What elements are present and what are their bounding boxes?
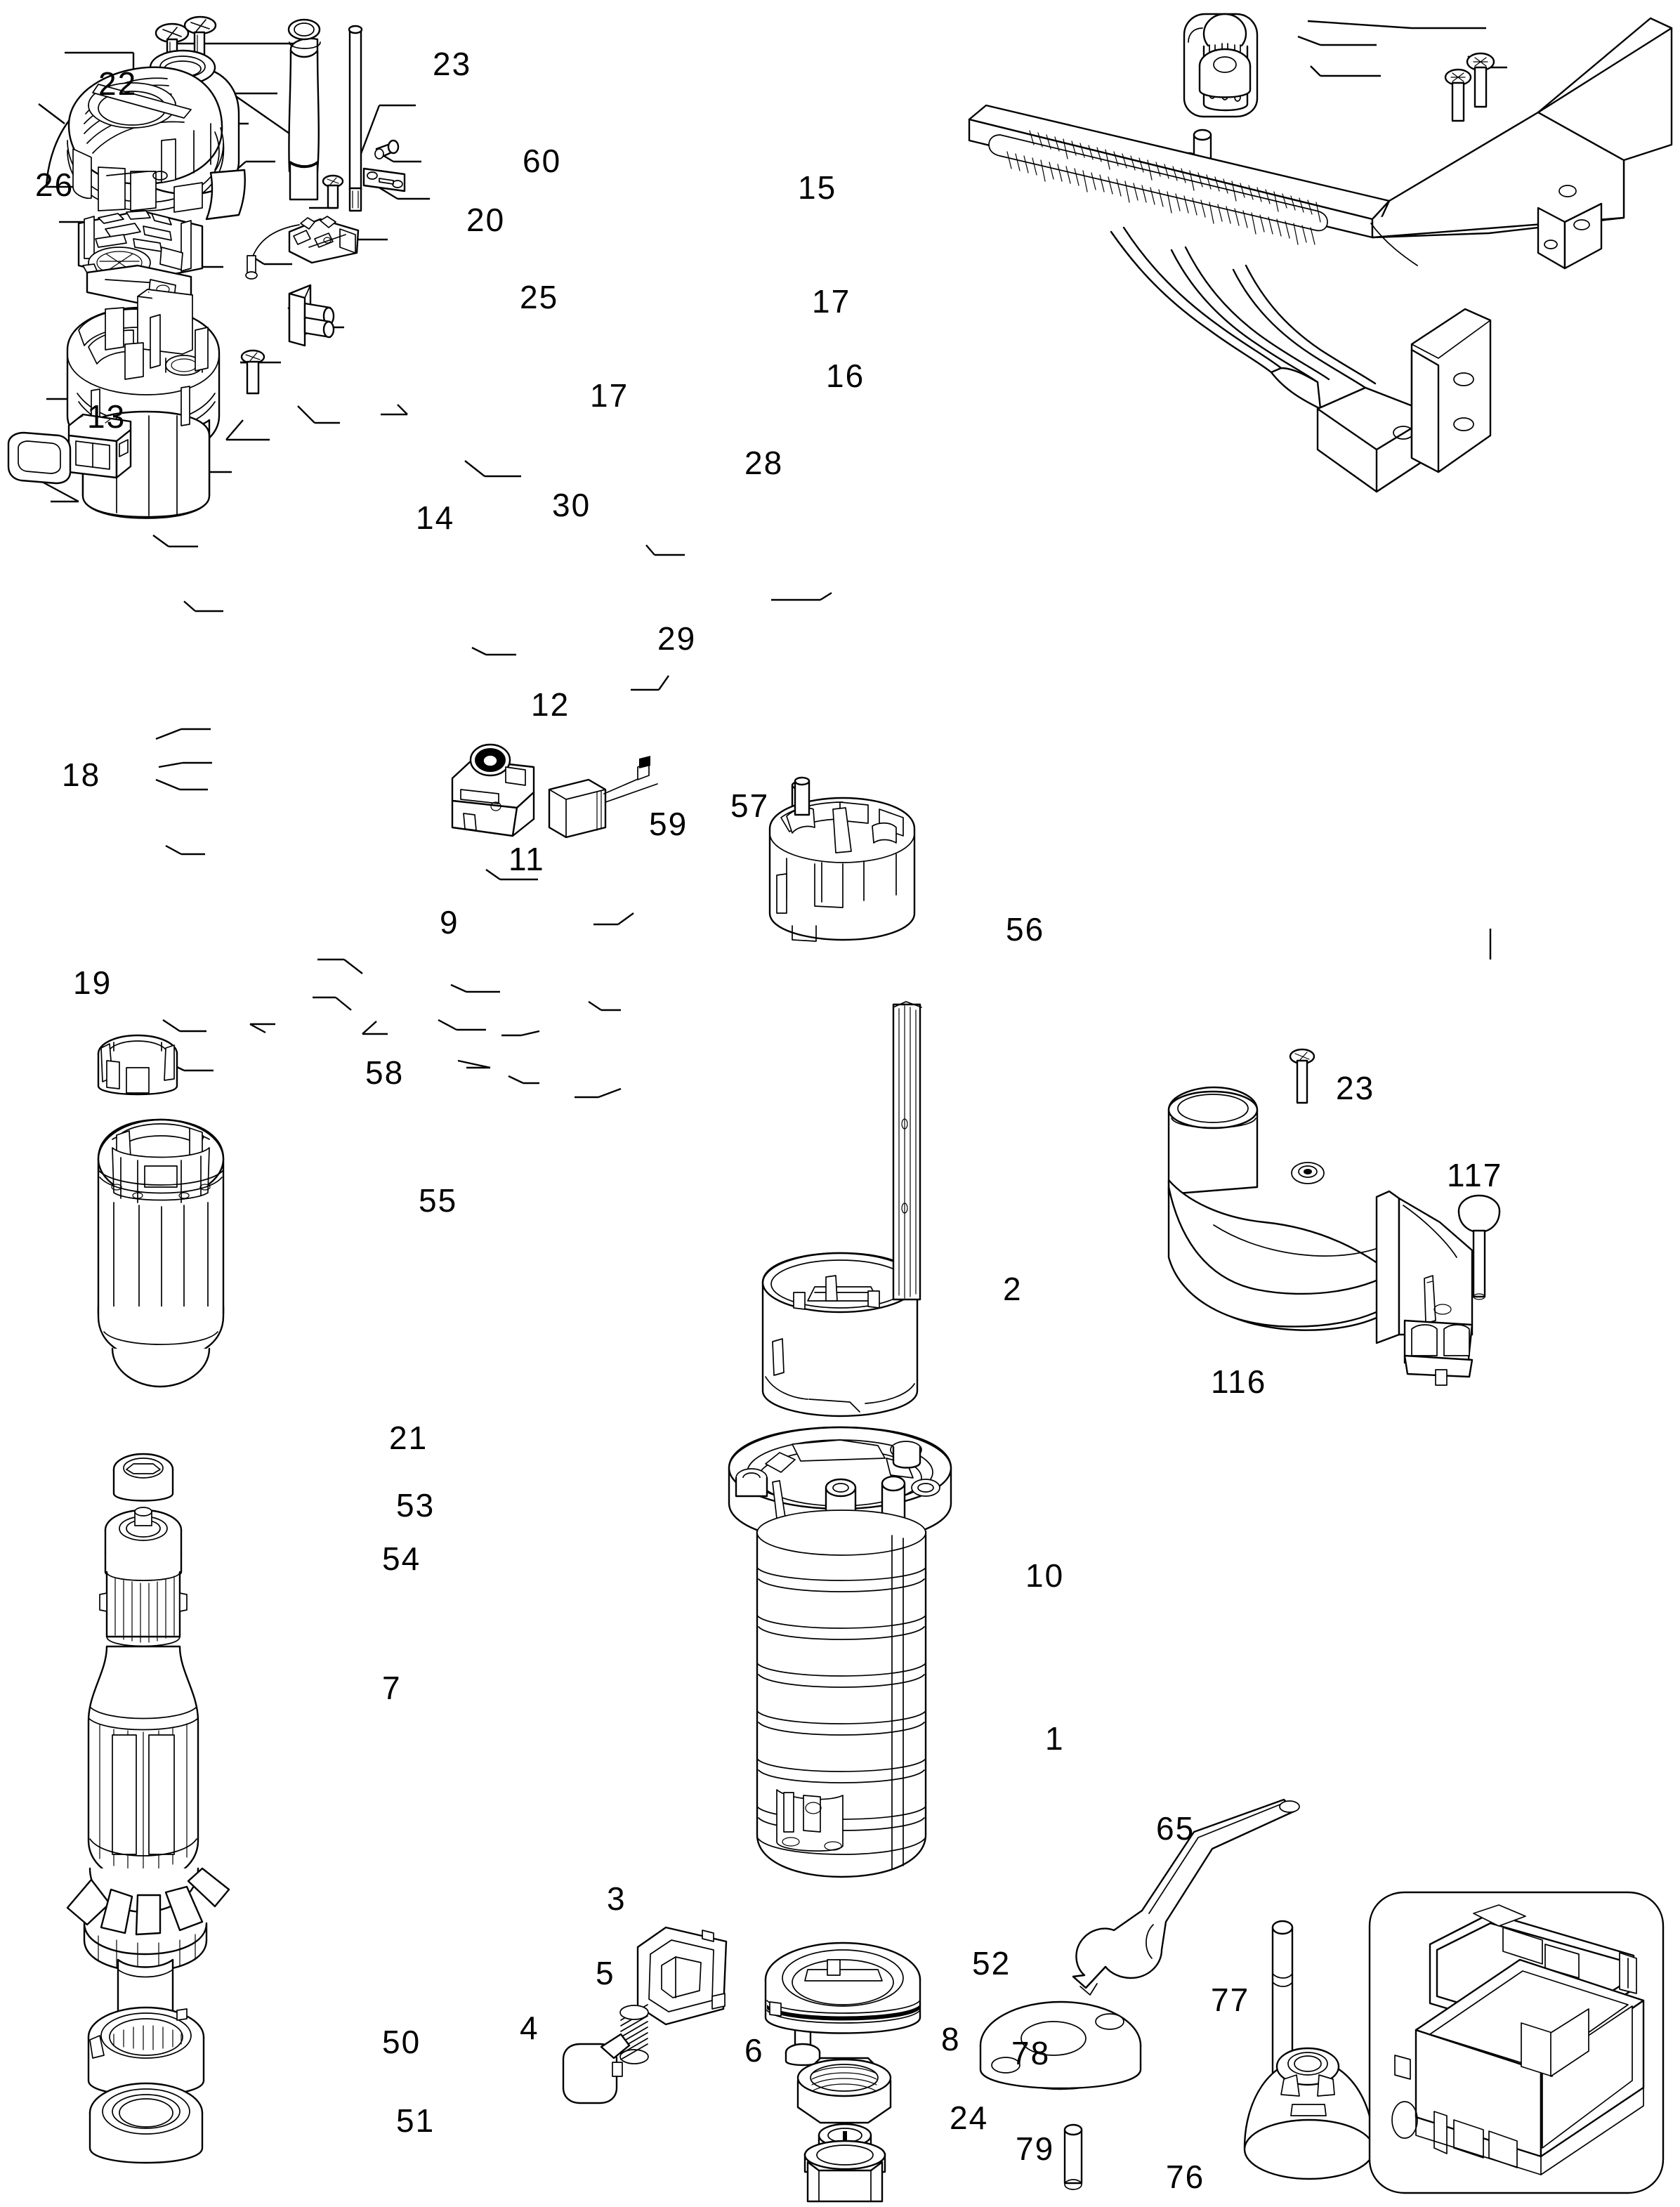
- callout-26: 26: [35, 166, 74, 203]
- callout-23-top: 23: [433, 46, 472, 82]
- callout-5: 5: [596, 1955, 615, 1991]
- callout-10: 10: [1025, 1557, 1065, 1594]
- part-20-top-motor-cover: [67, 49, 240, 213]
- part-19-switch-boot: [7, 431, 72, 485]
- callout-17-lower: 17: [590, 377, 629, 414]
- callout-16: 16: [826, 358, 865, 394]
- part-4-spindle-lock-button: [562, 2033, 631, 2104]
- part-11-brush-holder: [451, 743, 535, 837]
- part-233-edge-guide-assembly: [968, 17, 1673, 493]
- callout-22: 22: [98, 65, 138, 102]
- callout-58: 58: [365, 1054, 405, 1091]
- callout-78: 78: [1011, 2035, 1051, 2071]
- part-59-carbon-brush: [548, 756, 658, 839]
- callout-30: 30: [552, 487, 591, 523]
- part-116-dust-shroud: [1167, 1086, 1474, 1386]
- callout-11: 11: [508, 841, 545, 877]
- part-30-wire-lead: [245, 224, 300, 280]
- callout-23-right: 23: [1336, 1070, 1375, 1106]
- part-25-warning-label-right: [205, 169, 246, 221]
- callout-29: 29: [657, 620, 697, 657]
- part-60-tapered-handle: [287, 18, 321, 201]
- part-24-collet-sleeve: [803, 2123, 886, 2203]
- part-65-open-end-wrench: [1072, 1798, 1300, 1996]
- callout-59: 59: [649, 806, 688, 842]
- part-17-screw: [322, 174, 344, 209]
- part-12-pan-screw: [240, 349, 265, 395]
- part-76-centering-cone: [1243, 2047, 1375, 2180]
- part-10-base-top-plate: [728, 1426, 952, 1544]
- part-52-collet-lock-ring: [764, 1941, 921, 2034]
- part-79-small-pin: [1063, 2123, 1083, 2190]
- part-58-brush-retainer-ring: [97, 1034, 178, 1096]
- part-9-motor-housing: [66, 289, 221, 519]
- part-861-storage-case: [1368, 1891, 1665, 2194]
- callout-6: 6: [744, 2032, 764, 2069]
- part-2-inner-sleeve-collar: [761, 1252, 919, 1417]
- part-50-fan-baffle: [87, 2006, 205, 2097]
- part-51-ball-bearing: [88, 2082, 204, 2164]
- callout-2: 2: [1003, 1271, 1023, 1307]
- callout-76: 76: [1166, 2159, 1205, 2195]
- callout-8: 8: [941, 2021, 961, 2057]
- part-67-pan-head-screws: [1444, 52, 1495, 122]
- part-18-rocker-switch: [67, 413, 132, 479]
- callout-54: 54: [382, 1540, 421, 1577]
- callout-9: 9: [440, 904, 459, 941]
- part-1-ribbed-base-housing: [756, 1509, 927, 1878]
- callout-15: 15: [798, 169, 837, 206]
- callout-14: 14: [416, 499, 455, 536]
- part-3-switch-window-trim: [636, 1926, 728, 2026]
- callout-24: 24: [950, 2100, 989, 2136]
- callout-117: 117: [1447, 1157, 1503, 1193]
- part-guide-rod-assembly: [892, 1001, 922, 1301]
- callout-3: 3: [607, 1880, 626, 1917]
- callout-19: 19: [73, 964, 112, 1001]
- part-29-terminal-connector: [288, 284, 335, 347]
- part-16-link-bar: [362, 167, 406, 192]
- callout-25: 25: [520, 279, 559, 315]
- part-231-guide-knob-bushing: [1198, 48, 1252, 98]
- part-55-field-stator: [97, 1118, 225, 1388]
- part-56-depth-ring-collar: [768, 797, 916, 942]
- part-23-screw-right: [1289, 1048, 1315, 1104]
- callout-52: 52: [972, 1945, 1011, 1982]
- callout-56: 56: [1006, 911, 1045, 948]
- callout-57: 57: [730, 787, 770, 824]
- part-21-bearing-washer: [112, 1453, 174, 1502]
- callout-28: 28: [744, 445, 784, 481]
- callout-4: 4: [520, 2010, 539, 2046]
- callout-65: 65: [1156, 1810, 1195, 1847]
- callout-51: 51: [396, 2102, 435, 2139]
- callout-79: 79: [1016, 2130, 1055, 2167]
- part-15-depth-rod: [348, 25, 363, 212]
- callout-7: 7: [382, 1670, 402, 1706]
- callout-50: 50: [382, 2024, 421, 2060]
- part-57-dowel-pin-small: [794, 776, 811, 816]
- callout-77: 77: [1211, 1982, 1250, 2018]
- callout-18: 18: [62, 757, 101, 793]
- part-17-shoulder-pin: [374, 139, 400, 159]
- callout-12: 12: [531, 686, 570, 723]
- callout-1: 1: [1045, 1720, 1065, 1757]
- callout-21: 21: [389, 1420, 428, 1456]
- part-28-depth-stop-clamp: [288, 216, 360, 264]
- part-5-compression-spring: [619, 2004, 649, 2064]
- part-8-collet-nut: [796, 2057, 892, 2124]
- callout-20: 20: [466, 202, 506, 238]
- callout-116: 116: [1211, 1363, 1267, 1400]
- callout-55: 55: [419, 1182, 458, 1219]
- callout-60: 60: [523, 143, 562, 179]
- callout-17-upper: 17: [812, 283, 851, 320]
- callout-53: 53: [396, 1487, 435, 1524]
- callout-13: 13: [87, 398, 126, 435]
- part-53-54-fan-hub-commutator: [99, 1507, 188, 1647]
- part-117-lock-knob-pin: [1457, 1194, 1501, 1300]
- part-78-centering-disc: [979, 2000, 1142, 2090]
